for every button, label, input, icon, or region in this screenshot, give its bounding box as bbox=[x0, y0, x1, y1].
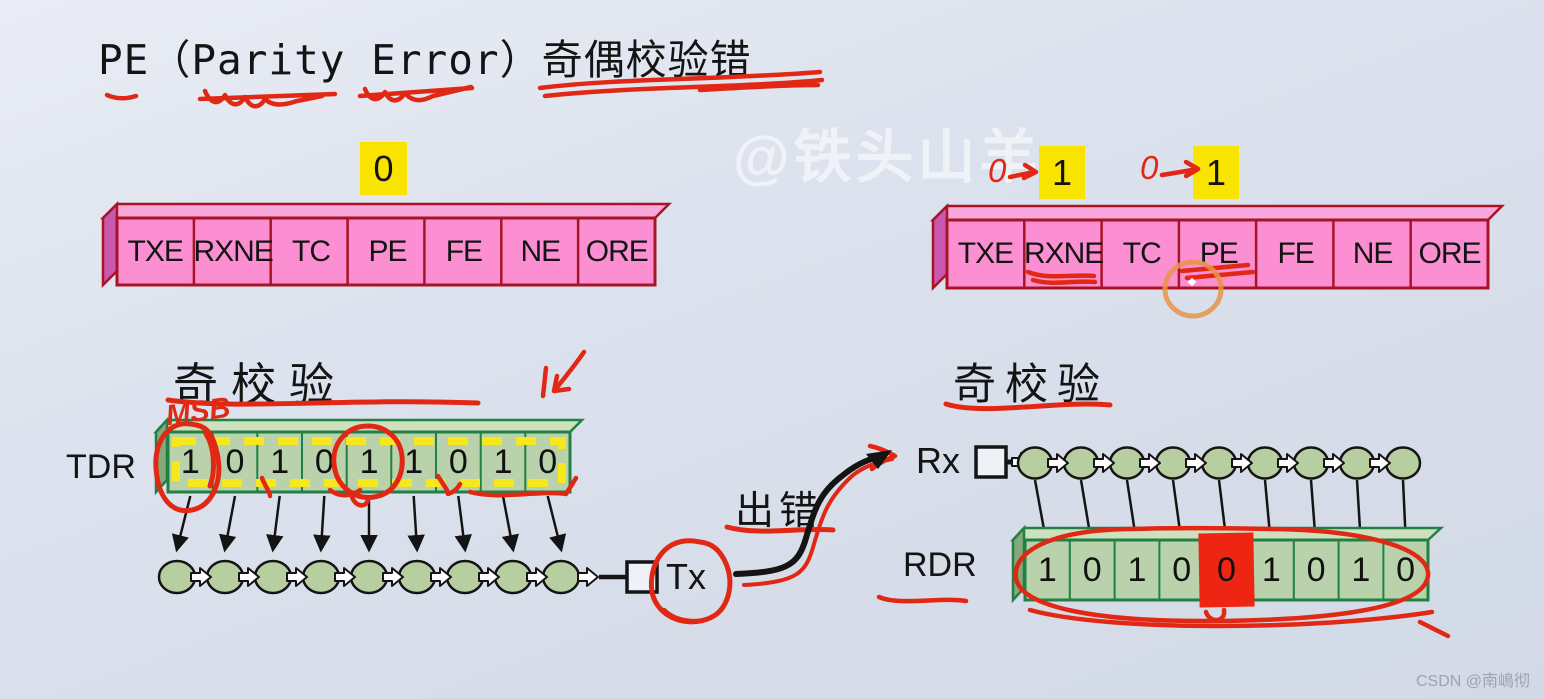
rdr-bit: 0 bbox=[1172, 550, 1192, 589]
rx-label: Rx bbox=[916, 440, 960, 481]
tdr-bits: 1 0 1 0 1 1 0 1 0 bbox=[168, 432, 570, 492]
rxne-value-box-right: 1 bbox=[1039, 146, 1085, 199]
rdr-bit: 0 bbox=[1306, 550, 1326, 589]
pe-value-box-right: 1 bbox=[1193, 146, 1239, 199]
flag-rxne: RXNE bbox=[1023, 237, 1104, 270]
flag-ne: NE bbox=[520, 234, 561, 268]
rdr-bit: 1 bbox=[1037, 550, 1057, 589]
shift-to-rdr-arrows bbox=[1033, 479, 1415, 550]
flag-txe: TXE bbox=[127, 234, 184, 268]
handwritten-rxne-old-value: 0 bbox=[988, 152, 1007, 189]
tdr-bit: 0 bbox=[225, 442, 245, 481]
underline-parity bbox=[202, 88, 325, 109]
tdr-bit: 1 bbox=[359, 442, 379, 481]
tdr-to-shift-arrows bbox=[171, 495, 567, 553]
watermark-corner: CSDN @南嶋彻 bbox=[1415, 673, 1530, 690]
flag-pe: PE bbox=[368, 234, 407, 268]
flag-txe: TXE bbox=[957, 237, 1014, 270]
page-title: PE（Parity Error）奇偶校验错 bbox=[98, 36, 752, 84]
rx-shift-register bbox=[974, 445, 1422, 480]
pe-value-box-left: 0 bbox=[360, 142, 407, 195]
flag-fe: FE bbox=[1277, 237, 1314, 270]
handwritten-pe-old-value: 0 bbox=[1140, 149, 1159, 186]
underline-rdr bbox=[876, 594, 969, 604]
rdr-bit: 1 bbox=[1351, 550, 1371, 589]
tdr-bit: 1 bbox=[270, 442, 290, 481]
tx-label: Tx bbox=[666, 556, 706, 597]
tx-pin-square bbox=[625, 560, 659, 594]
odd-parity-label-right: 奇校验 bbox=[953, 360, 1109, 410]
rdr-bit: 0 bbox=[1396, 550, 1416, 589]
flag-ne: NE bbox=[1352, 237, 1394, 270]
rdr-bit: 1 bbox=[1127, 550, 1147, 589]
tdr-bit: 0 bbox=[538, 442, 558, 481]
underline-pe bbox=[104, 92, 139, 101]
rdr-bit-error: 0 bbox=[1217, 550, 1236, 589]
rdr-bits: 1 0 1 0 0 1 0 1 0 bbox=[1025, 540, 1428, 600]
flag-ore: ORE bbox=[1418, 237, 1482, 270]
left-status-register: TXE RXNE TC PE FE NE ORE bbox=[117, 218, 655, 285]
flag-ore: ORE bbox=[585, 234, 649, 268]
right-status-register: TXE RXNE TC PE FE NE ORE bbox=[947, 220, 1488, 288]
tdr-bit: 1 bbox=[180, 442, 200, 481]
odd-parity-label-left: 奇校验 bbox=[173, 358, 348, 411]
flag-rxne: RXNE bbox=[193, 234, 273, 268]
rdr-label: RDR bbox=[903, 546, 977, 584]
flag-tc: TC bbox=[292, 234, 331, 268]
red-arrow-down-left bbox=[540, 349, 587, 399]
tdr-bit: 0 bbox=[448, 442, 468, 481]
watermark-center: @铁头山羊 bbox=[733, 125, 1042, 190]
tdr-bit: 1 bbox=[404, 442, 424, 481]
underline-error bbox=[362, 84, 474, 103]
rdr-bit: 1 bbox=[1261, 550, 1281, 589]
rx-pin-square bbox=[974, 445, 1008, 479]
tx-shift-register bbox=[157, 559, 659, 595]
tdr-bit: 0 bbox=[314, 442, 334, 481]
rdr-bit: 0 bbox=[1082, 550, 1102, 589]
flag-fe: FE bbox=[445, 234, 483, 268]
error-label: 出错 bbox=[735, 489, 824, 534]
tdr-bit: 1 bbox=[493, 442, 513, 481]
flag-pe: PE bbox=[1199, 237, 1239, 270]
tdr-label: TDR bbox=[66, 448, 136, 486]
flag-tc: TC bbox=[1122, 237, 1162, 270]
